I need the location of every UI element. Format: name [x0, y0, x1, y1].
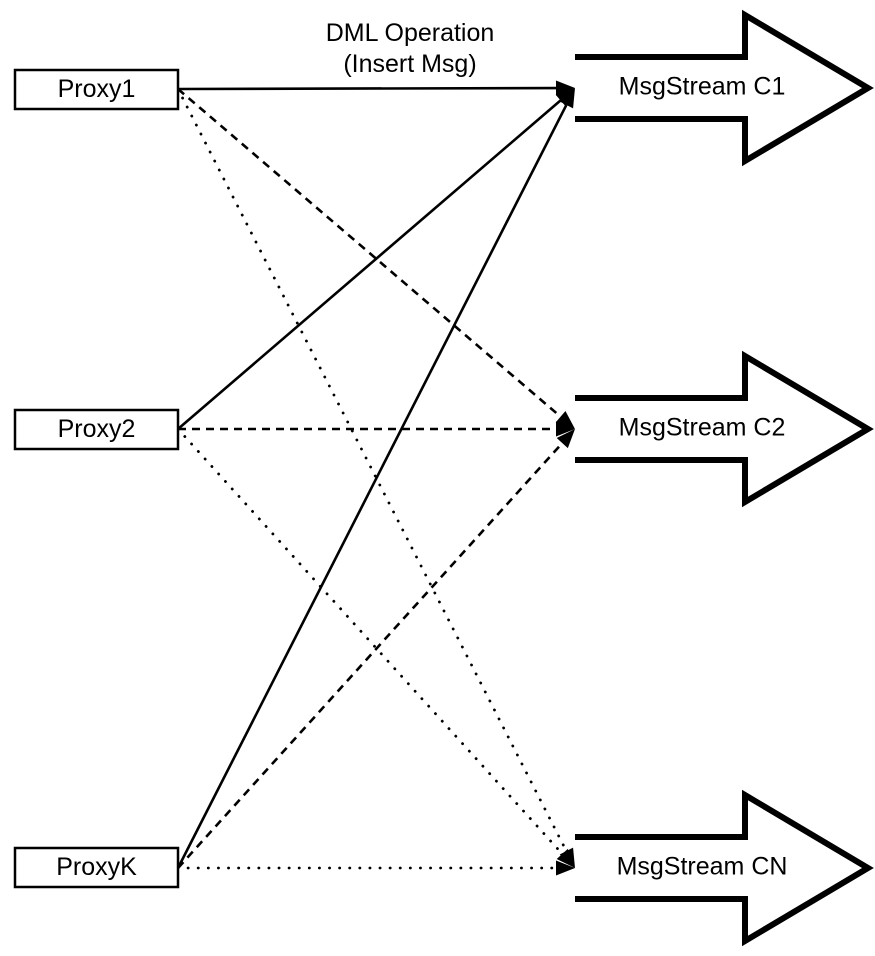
arrowhead-p2-cn: [556, 848, 575, 868]
proxy-node-proxy1[interactable]: Proxy1: [13, 68, 180, 111]
proxy-node-proxyk[interactable]: ProxyK: [13, 846, 180, 889]
connection-p1-cn: [176, 87, 568, 853]
proxy-label-proxy1: Proxy1: [58, 75, 136, 103]
stream-stream-c1[interactable]: MsgStream C1: [575, 9, 874, 167]
stream-arrow-shape-stream-c1: [575, 9, 874, 167]
annotation-line-1: DML Operation: [326, 19, 495, 47]
arrowhead-pk-c1: [559, 88, 575, 109]
annotation-line-2: (Insert Msg): [343, 50, 476, 78]
annotation-dml-operation: DML Operation (Insert Msg): [326, 19, 495, 78]
stream-arrow-shape-stream-c2: [575, 350, 874, 508]
stream-label-stream-c2: MsgStream C2: [619, 414, 786, 442]
connection-p2-c1: [177, 99, 562, 430]
proxy-node-proxy2[interactable]: Proxy2: [13, 408, 180, 451]
stream-arrow-shape-stream-cn: [575, 789, 874, 947]
arrowhead-p1-c2: [555, 410, 575, 429]
connection-pk-c1: [176, 104, 568, 869]
stream-label-stream-c1: MsgStream C1: [619, 73, 786, 101]
stream-stream-cn[interactable]: MsgStream CN: [575, 789, 874, 947]
connections-layer: [176, 86, 568, 870]
stream-stream-c2[interactable]: MsgStream C2: [575, 350, 874, 508]
proxy-box-proxy2: [13, 408, 180, 451]
proxy-label-proxy2: Proxy2: [58, 415, 136, 443]
proxy-box-proxy1: [13, 68, 180, 111]
arrowhead-pk-c2: [556, 429, 575, 449]
arrowheads-layer: [555, 80, 575, 876]
proxy-box-proxyk: [13, 846, 180, 889]
connection-pk-c2: [177, 442, 564, 869]
proxy-label-proxyk: ProxyK: [56, 853, 137, 881]
arrowhead-p2-c2: [556, 421, 575, 437]
streams-layer: MsgStream C1 MsgStream C2 MsgStream CN: [575, 9, 874, 947]
connection-p1-c1: [177, 86, 557, 91]
arrowhead-p1-c1: [555, 80, 575, 96]
arrowhead-pk-cn: [556, 860, 575, 876]
connection-p1-c2: [177, 88, 562, 418]
stream-label-stream-cn: MsgStream CN: [617, 853, 788, 881]
